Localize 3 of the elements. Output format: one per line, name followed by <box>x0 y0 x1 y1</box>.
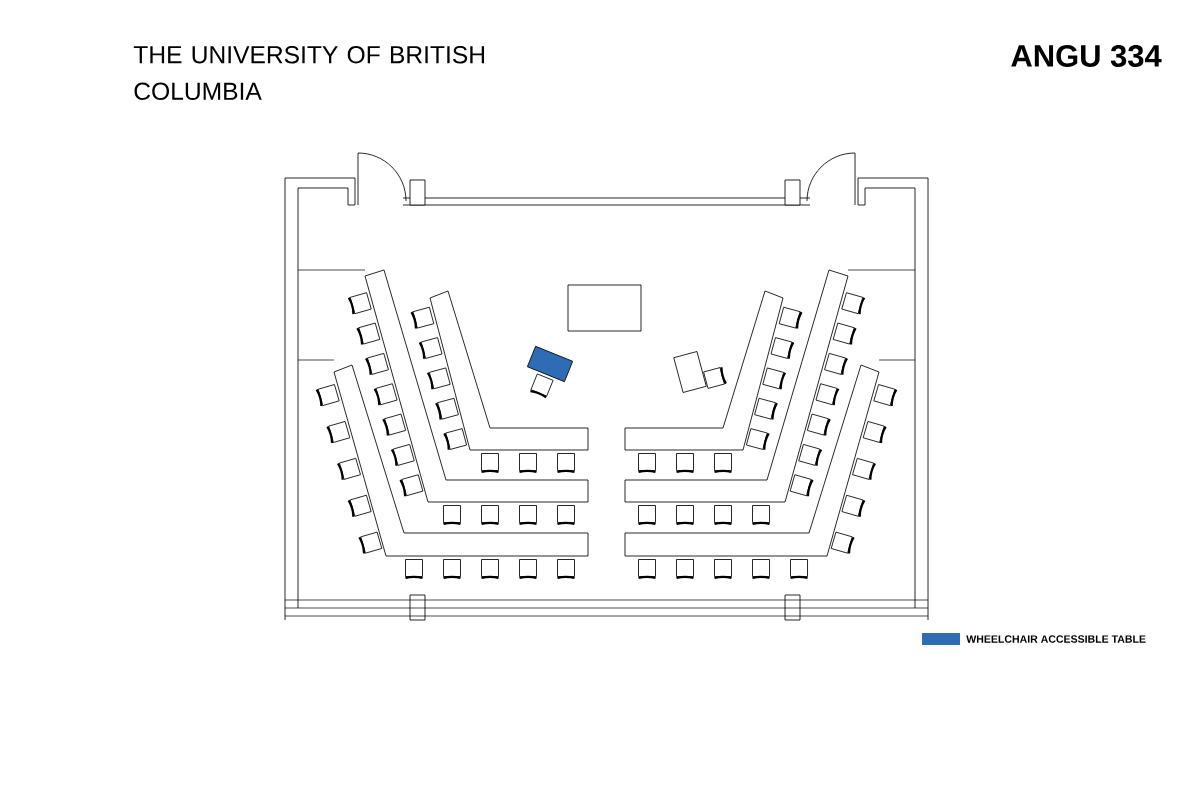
room-title: ANGU 334 <box>1011 45 1162 67</box>
legend-label: WHEELCHAIR ACCESSIBLE TABLE <box>966 635 1146 643</box>
university-name: THE UNIVERSITY OF BRITISH COLUMBIA <box>133 46 485 100</box>
